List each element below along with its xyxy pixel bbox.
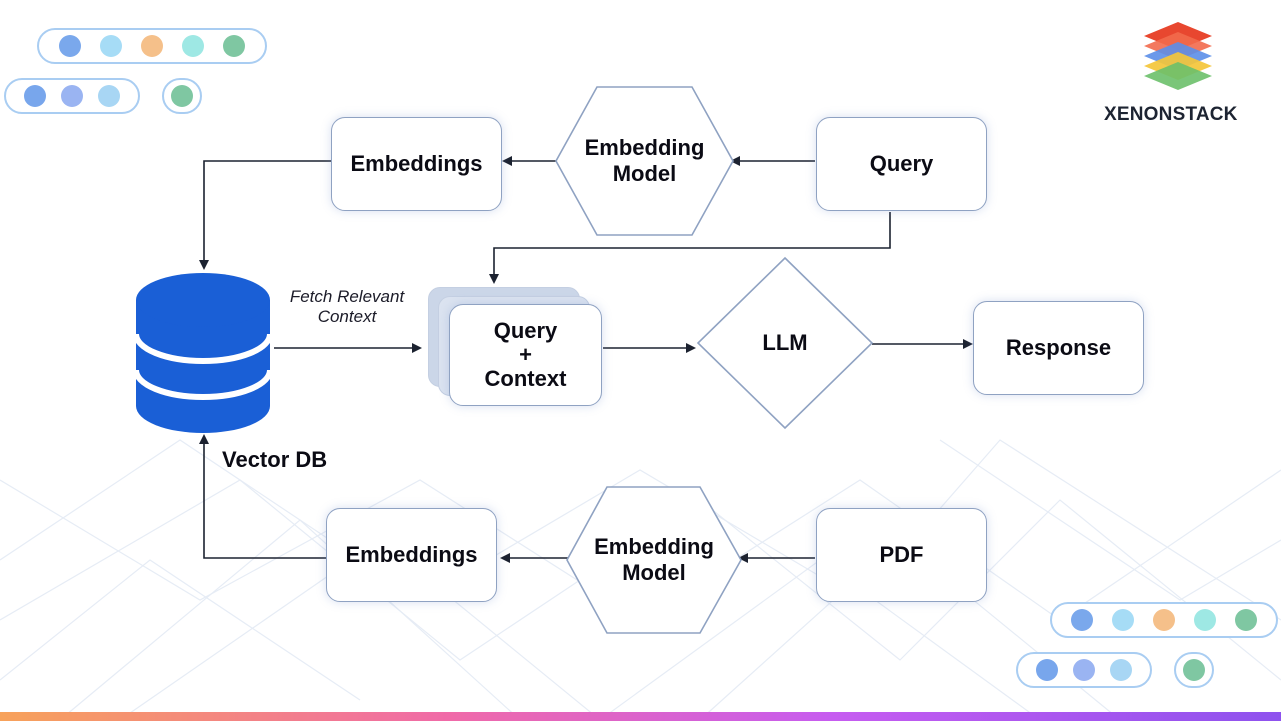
decor-pill-right-second [1016,652,1152,688]
decor-dot [60,85,83,107]
decor-dot [223,35,246,57]
decor-dot [1183,659,1205,681]
decor-pill-top-left [37,28,267,64]
embeddings-box-bottom[interactable]: Embeddings [326,508,497,602]
llm-node[interactable]: LLM [698,258,872,428]
embedding-model-bottom-line2: Model [622,560,686,585]
embeddings-box-top[interactable]: Embeddings [331,117,502,211]
decor-dot [1071,609,1094,631]
decor-pill-left-second [4,78,140,114]
decor-dot [140,35,163,57]
decor-dot [1072,659,1095,681]
llm-diamond [696,256,874,430]
arrow-embeddings-to-vectordb-bottom [199,434,326,559]
fetch-note-line1: Fetch Relevant [289,287,405,306]
bottom-gradient-bar [0,712,1281,721]
decor-dot [1193,609,1216,631]
query-label: Query [869,150,934,176]
decor-dot [1110,659,1133,681]
fetch-note-line2: Context [317,307,377,327]
embedding-model-top-node[interactable]: Embedding Model [556,87,733,235]
decor-dot [23,85,46,107]
embedding-model-bottom-node[interactable]: Embedding Model [567,487,741,633]
vector-db-cylinder [133,273,273,433]
embedding-model-bottom-hexagon [566,486,742,634]
embeddings-top-label: Embeddings [350,150,483,176]
decor-dot [1152,609,1175,631]
query-context-box[interactable]: Query + Context [449,304,602,406]
decor-dot [58,35,81,57]
decor-dot [1112,609,1135,631]
query-context-line2: + [519,341,532,367]
embeddings-bottom-label: Embeddings [345,541,478,567]
decor-dot [1035,659,1058,681]
fetch-relevant-context-note: Fetch Relevant Context [276,287,418,328]
query-context-line1: Query [493,317,558,343]
query-context-line3: Context [484,366,567,392]
pdf-label: PDF [879,541,924,567]
embedding-model-bottom-line1: Embedding [594,533,714,559]
embedding-model-top-line2: Model [612,161,677,186]
decor-dot [1234,609,1257,631]
arrow-embeddings-to-vectordb [199,160,331,270]
embedding-model-top-line1: Embedding [584,134,705,160]
response-box[interactable]: Response [973,301,1144,395]
decor-pill-bottom-right [1050,602,1278,638]
decor-dot [171,85,193,107]
decor-pill-right-single [1174,652,1214,688]
llm-label: LLM [762,329,808,355]
decor-dot [99,35,122,57]
decor-dot [98,85,121,107]
vector-db-label: Vector DB [222,447,328,472]
query-box[interactable]: Query [816,117,987,211]
decor-dot [182,35,205,57]
arrow-query-to-context [489,212,891,284]
brand-name: XENONSTACK [1104,104,1238,125]
embedding-model-top-hexagon [555,86,734,236]
response-label: Response [1005,334,1112,360]
pdf-box[interactable]: PDF [816,508,987,602]
decor-pill-left-single [162,78,202,114]
